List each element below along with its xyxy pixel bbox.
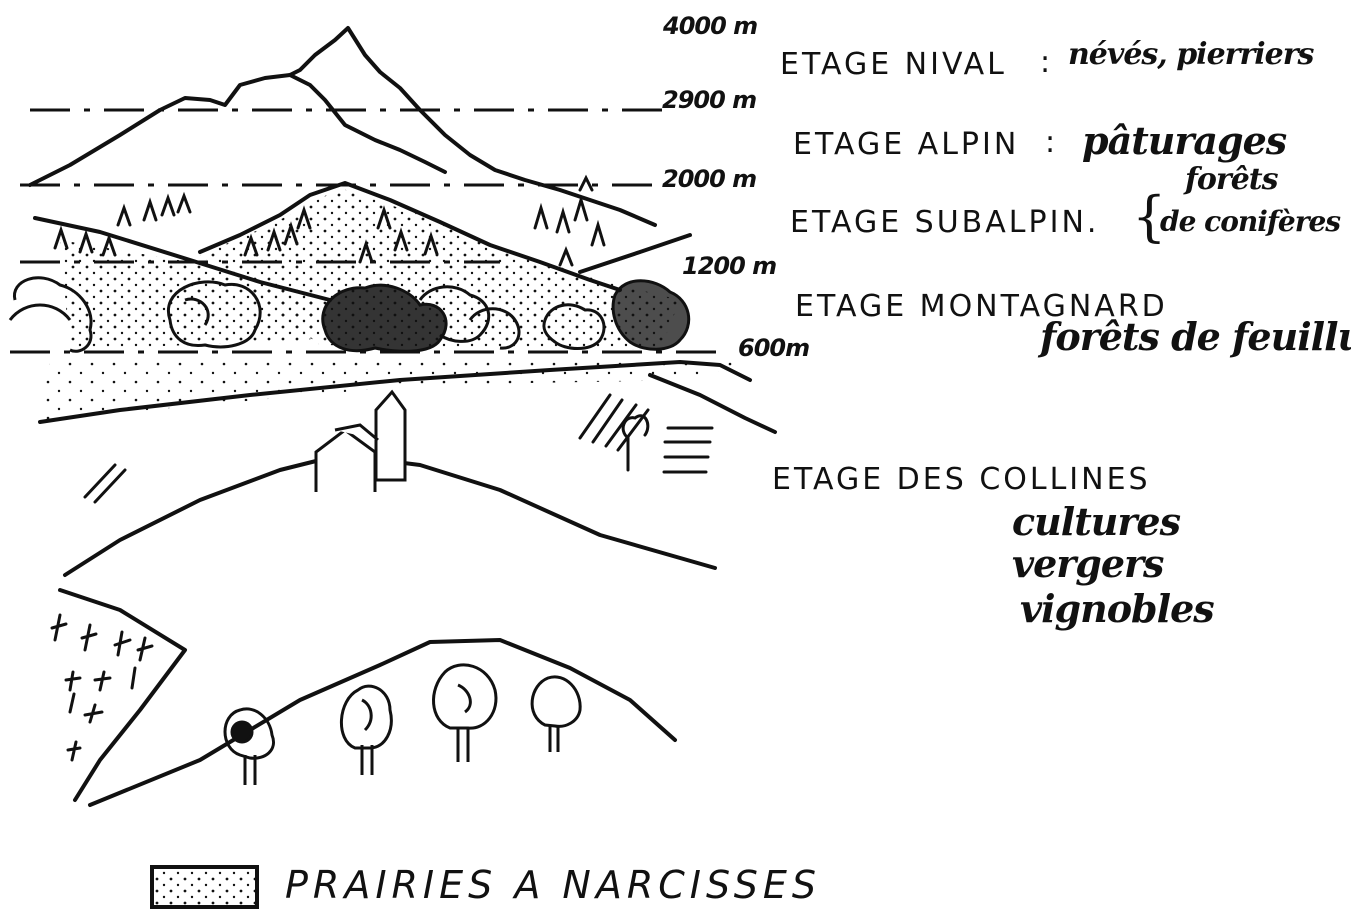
alpine-meadow-dots	[40, 188, 740, 420]
altitude-label-600: 600m	[738, 334, 810, 362]
zone-montagnard-description: forêts de feuillus	[1040, 314, 1351, 359]
village-church	[314, 389, 407, 492]
zone-collines-description-vergers: vergers	[1012, 541, 1164, 586]
conifer-trees	[53, 174, 606, 267]
zone-alpin-name: ETAGE ALPIN	[793, 127, 1020, 162]
zone-nival-separator: :	[1040, 45, 1054, 80]
zone-subalpin-description-line1: forêts	[1185, 162, 1279, 197]
zone-collines-description-vignobles: vignobles	[1020, 586, 1215, 631]
zone-subalpin-brace: {	[1132, 185, 1167, 248]
zone-alpin-description: pâturages	[1082, 118, 1287, 163]
legend-swatch	[150, 865, 259, 909]
altitude-label-2000: 2000 m	[662, 165, 757, 193]
altitude-label-2900: 2900 m	[662, 86, 757, 114]
altitude-label-1200: 1200 m	[682, 252, 777, 280]
zone-alpin-separator: :	[1045, 125, 1059, 160]
zone-collines-description-cultures: cultures	[1012, 499, 1181, 544]
altitude-label-4000: 4000 m	[663, 12, 758, 40]
orchard-trees	[223, 663, 582, 785]
zone-nival-description: névés, pierriers	[1068, 37, 1314, 72]
zone-subalpin-description-line2: de conifères	[1160, 205, 1341, 238]
vineyard-rows	[83, 393, 714, 504]
zone-subalpin-name: ETAGE SUBALPIN.	[790, 205, 1100, 240]
vines-on-slope	[50, 613, 154, 762]
deciduous-forest	[8, 276, 691, 353]
legend-label: PRAIRIES A NARCISSES	[285, 863, 821, 907]
zone-collines-name: ETAGE DES COLLINES	[772, 462, 1151, 497]
zone-montagnard-name: ETAGE MONTAGNARD	[795, 289, 1168, 324]
zone-nival-name: ETAGE NIVAL	[780, 47, 1007, 82]
